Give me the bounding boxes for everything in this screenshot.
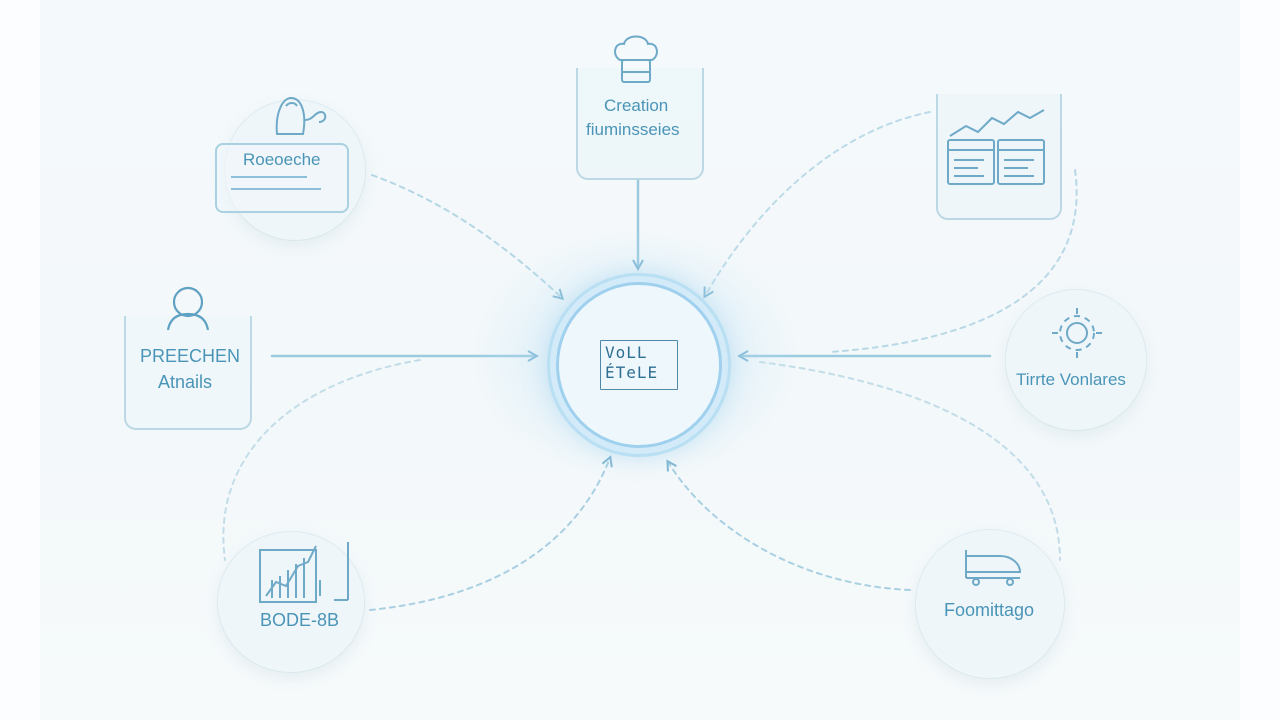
hub-label-line1: VoLL (605, 343, 648, 362)
user-bust-icon (162, 284, 214, 337)
node-middle-right[interactable]: Tirrte Vonlares (1000, 290, 1150, 430)
chef-hat-icon (612, 32, 660, 93)
node-middle-left-line2: Atnails (158, 372, 213, 392)
node-bottom-left-label: BODE-8B (260, 610, 340, 630)
connector-bottom-right (668, 462, 911, 591)
connector-left-loop (222, 359, 421, 561)
node-top-left-label: Roeoeche (243, 150, 321, 169)
connector-top-left (371, 174, 562, 298)
bar-chart-icon (258, 536, 354, 611)
node-top-center[interactable]: Creation fiuminsseies (576, 28, 704, 180)
gear-cluster-icon (1050, 306, 1104, 365)
connector-bottom-left (369, 458, 610, 611)
node-top-right[interactable] (936, 94, 1062, 222)
node-middle-left-line1: PREECHEN (140, 346, 241, 366)
node-top-center-line2: fiuminsseies (586, 120, 680, 139)
node-top-center-line1: Creation (604, 96, 669, 115)
text-line-2 (231, 188, 321, 190)
egg-ghost-icon (273, 92, 333, 145)
hub-node[interactable] (556, 282, 722, 448)
node-middle-left[interactable]: PREECHEN Atnails (124, 280, 252, 430)
node-top-left[interactable]: Roeoeche (215, 90, 375, 240)
connector-top-right (705, 111, 931, 296)
node-bottom-left[interactable]: BODE-8B (218, 532, 368, 672)
train-icon (962, 544, 1024, 591)
dashboard-chart-icon (944, 108, 1050, 193)
text-line-1 (231, 176, 307, 178)
connector-top-right-loop (829, 169, 1078, 353)
node-middle-right-label: Tirrte Vonlares (1016, 370, 1126, 389)
node-bottom-right-label: Foomittago (944, 600, 1035, 620)
connector-right-loop (759, 361, 1061, 561)
hub-label-line2: ÉTeLE (605, 363, 659, 382)
hub-label: VoLL ÉTeLE (600, 340, 678, 390)
node-bottom-right[interactable]: Foomittago (916, 530, 1066, 678)
